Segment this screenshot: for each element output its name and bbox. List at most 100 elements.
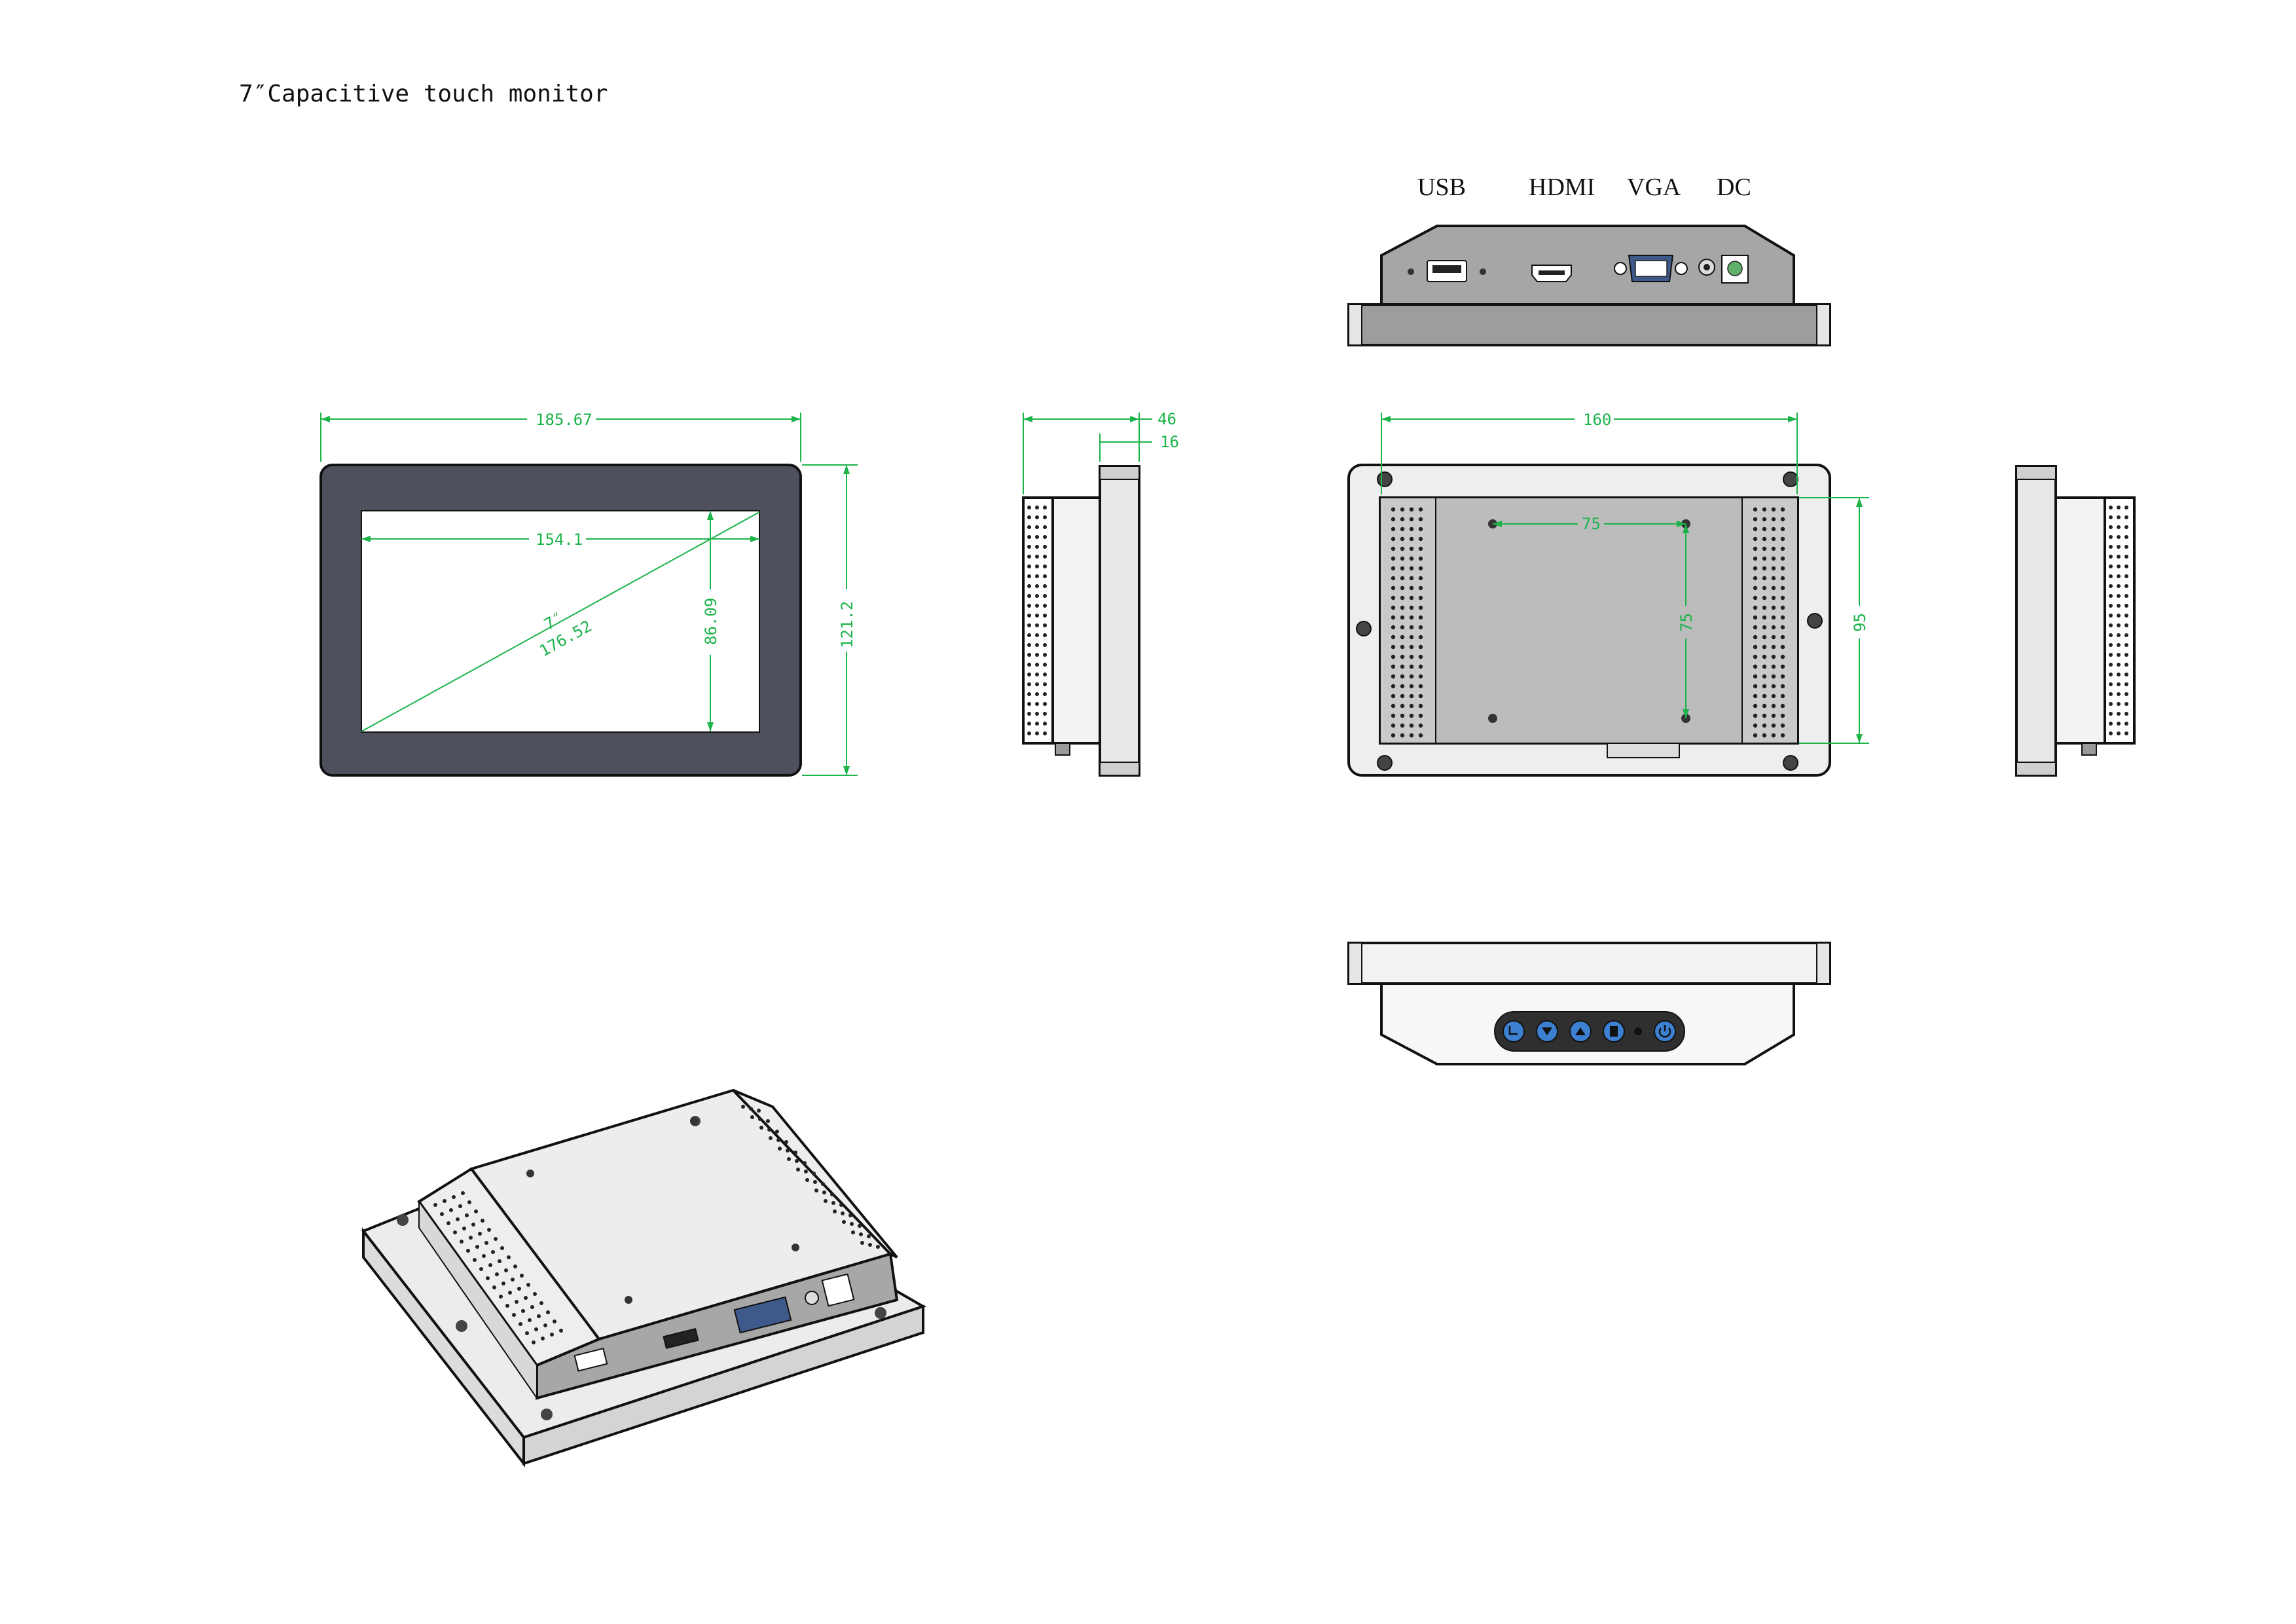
vent-hole [2117, 525, 2121, 529]
vent-hole [1753, 664, 1758, 669]
vent-hole [461, 1191, 465, 1195]
vent-hole [474, 1209, 478, 1213]
vent-hole [1780, 664, 1785, 669]
vent-hole [1753, 644, 1758, 650]
vent-hole [2117, 535, 2121, 539]
vent-hole [1400, 546, 1405, 551]
vent-hole [1400, 674, 1405, 679]
vent-hole [795, 1159, 799, 1163]
vent-hole [471, 1223, 475, 1227]
vent-hole [530, 1305, 534, 1309]
vent-hole [1400, 713, 1405, 718]
vent-hole [1027, 614, 1031, 618]
vent-hole [525, 1331, 529, 1335]
vent-hole [2117, 692, 2121, 696]
vent-hole [1027, 663, 1031, 667]
vent-hole [1409, 576, 1414, 581]
vent-hole [1762, 576, 1767, 581]
vent-hole [2117, 682, 2121, 686]
vent-hole [1409, 595, 1414, 600]
vent-hole [2124, 653, 2128, 657]
vent-hole [1391, 664, 1396, 669]
vga-port-icon [1614, 255, 1688, 282]
vent-hole [1027, 555, 1031, 559]
osd-button-icon [1569, 1020, 1592, 1043]
vent-hole [1753, 703, 1758, 709]
vent-hole [1027, 702, 1031, 706]
vent-hole [492, 1285, 496, 1289]
vent-hole [1771, 684, 1776, 689]
vent-hole [1391, 625, 1396, 630]
vga-port-icon [733, 1296, 792, 1334]
vent-hole [1043, 712, 1047, 716]
vent-hole [1418, 556, 1423, 561]
vent-hole [1035, 515, 1039, 519]
vent-hole [2124, 574, 2128, 578]
vent-hole [1418, 674, 1423, 679]
vent-hole [1762, 585, 1767, 591]
vent-hole [776, 1138, 780, 1142]
vent-hole [2117, 722, 2121, 726]
rear-view: 160 75 75 95 [1347, 411, 1869, 777]
vent-hole [1762, 595, 1767, 600]
vent-hole [528, 1318, 532, 1322]
vent-hole [805, 1178, 809, 1182]
vent-hole [1027, 574, 1031, 578]
dim-rear-height: 95 [1851, 613, 1869, 632]
vent-hole [1027, 682, 1031, 686]
vent-hole [1762, 703, 1767, 709]
vent-hole [1391, 556, 1396, 561]
vent-hole [1753, 566, 1758, 571]
vent-hole [1409, 615, 1414, 620]
power-button-icon [1654, 1020, 1676, 1043]
vent-hole [2109, 633, 2113, 637]
mounting-screw-icon [1356, 471, 1823, 771]
vent-hole [1771, 654, 1776, 659]
vent-hole [1409, 635, 1414, 640]
port-label-usb: USB [1417, 174, 1466, 201]
vent-hole [1780, 684, 1785, 689]
vent-hole [1400, 693, 1405, 699]
vent-hole [1771, 517, 1776, 522]
vent-hole [1027, 545, 1031, 549]
vent-hole [539, 1301, 543, 1305]
vent-hole [1043, 673, 1047, 676]
vent-hole [1771, 595, 1776, 600]
vent-hole [513, 1264, 517, 1268]
vent-hole [1780, 536, 1785, 542]
vent-hole [467, 1200, 471, 1204]
vent-hole [1418, 693, 1423, 699]
vent-hole [1400, 625, 1405, 630]
vent-hole [1027, 506, 1031, 509]
vent-hole [1753, 526, 1758, 532]
dim-active-height: 86.09 [702, 598, 720, 645]
vent-hole [484, 1241, 488, 1245]
vent-hole [1043, 653, 1047, 657]
vent-hole [1418, 585, 1423, 591]
vent-hole [1043, 663, 1047, 667]
vent-hole [1400, 576, 1405, 581]
iso-frame-front [522, 1304, 924, 1466]
vent-hole [1780, 644, 1785, 650]
vent-hole [1043, 564, 1047, 568]
vent-hole [766, 1119, 770, 1123]
vent-holes [2109, 506, 2128, 735]
hdmi-port-icon [1531, 265, 1572, 282]
dc-jack-icon [821, 1273, 855, 1307]
vent-hole [831, 1201, 835, 1205]
vent-hole [473, 1258, 477, 1262]
vent-hole [2109, 643, 2113, 647]
vent-hole [2109, 584, 2113, 588]
top-view: USB HDMI VGA DC [1347, 174, 1831, 346]
vent-hole [517, 1287, 521, 1291]
vent-hole [2124, 614, 2128, 618]
vent-hole [2109, 722, 2113, 726]
vent-hole [1780, 654, 1785, 659]
vent-hole [1043, 692, 1047, 696]
vent-hole [1418, 605, 1423, 610]
top-frame [1347, 303, 1831, 346]
vent-hole [1771, 507, 1776, 512]
vent-hole [2109, 682, 2113, 686]
vent-hole [1043, 594, 1047, 598]
vent-hole [2109, 604, 2113, 608]
